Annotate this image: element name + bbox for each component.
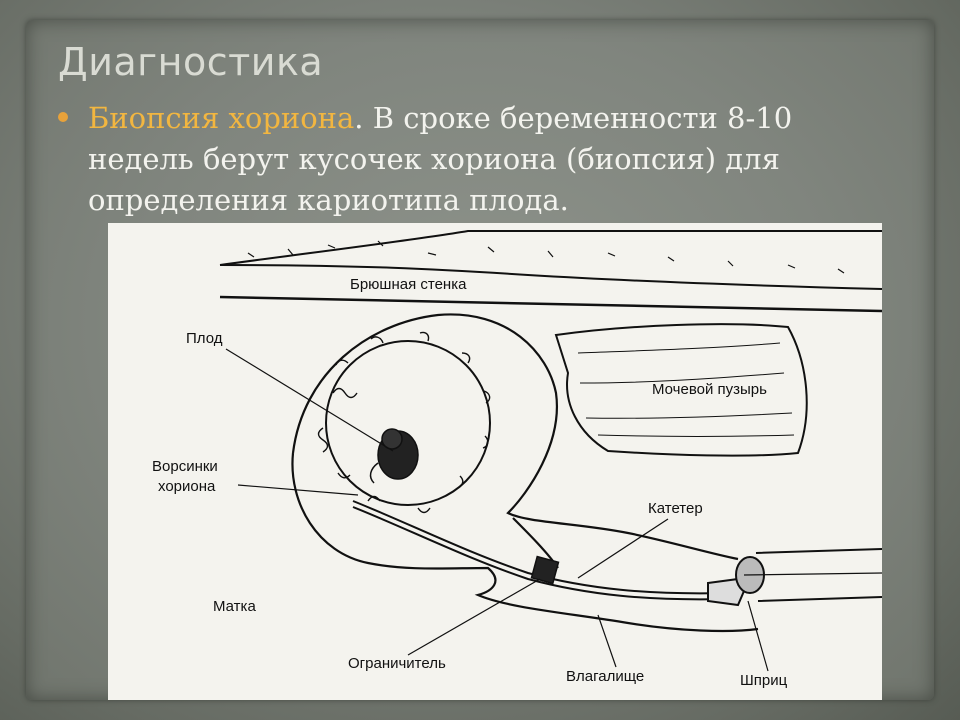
catheter-shape	[352, 500, 729, 601]
label-syringe: Шприц	[740, 672, 788, 689]
label-bladder: Мочевой пузырь	[652, 381, 767, 398]
bullet-term: Биопсия хориона	[88, 101, 355, 135]
uterus-shape	[291, 313, 759, 633]
label-chorionic-villi-2: хориона	[158, 478, 216, 495]
pointer-catheter	[577, 518, 669, 579]
label-uterus: Матка	[213, 598, 256, 615]
label-limiter: Ограничитель	[348, 655, 446, 672]
label-chorionic-villi-1: Ворсинки	[152, 458, 218, 475]
pointer-vagina	[597, 614, 617, 668]
limiter-shape	[530, 555, 560, 585]
bullet-text: Биопсия хориона. В сроке беременности 8-…	[88, 98, 878, 221]
slide-title: Диагностика	[58, 40, 324, 84]
chorion-sac-shape	[317, 331, 491, 514]
bullet-description: . В сроке беременности 8-10 недель берут…	[88, 101, 793, 217]
bullet-dot-icon	[58, 112, 68, 122]
pointer-syringe	[747, 600, 769, 672]
abdominal-wall-shape	[219, 230, 882, 313]
pointer-limiter	[407, 578, 541, 656]
label-vagina: Влагалище	[566, 668, 644, 685]
pointer-chorionic-villi	[237, 484, 359, 496]
label-fetus: Плод	[186, 330, 223, 347]
pointer-fetus	[225, 348, 394, 452]
bladder-shape	[554, 323, 808, 457]
syringe-shape	[707, 548, 882, 607]
label-abdominal-wall: Брюшная стенка	[350, 276, 467, 293]
label-catheter: Катетер	[648, 500, 703, 517]
fetus-shape	[369, 428, 419, 484]
chorion-biopsy-diagram: Брюшная стенка Мочевой пузырь Матка	[108, 223, 882, 700]
diagram-svg: Брюшная стенка Мочевой пузырь Матка	[152, 230, 882, 689]
